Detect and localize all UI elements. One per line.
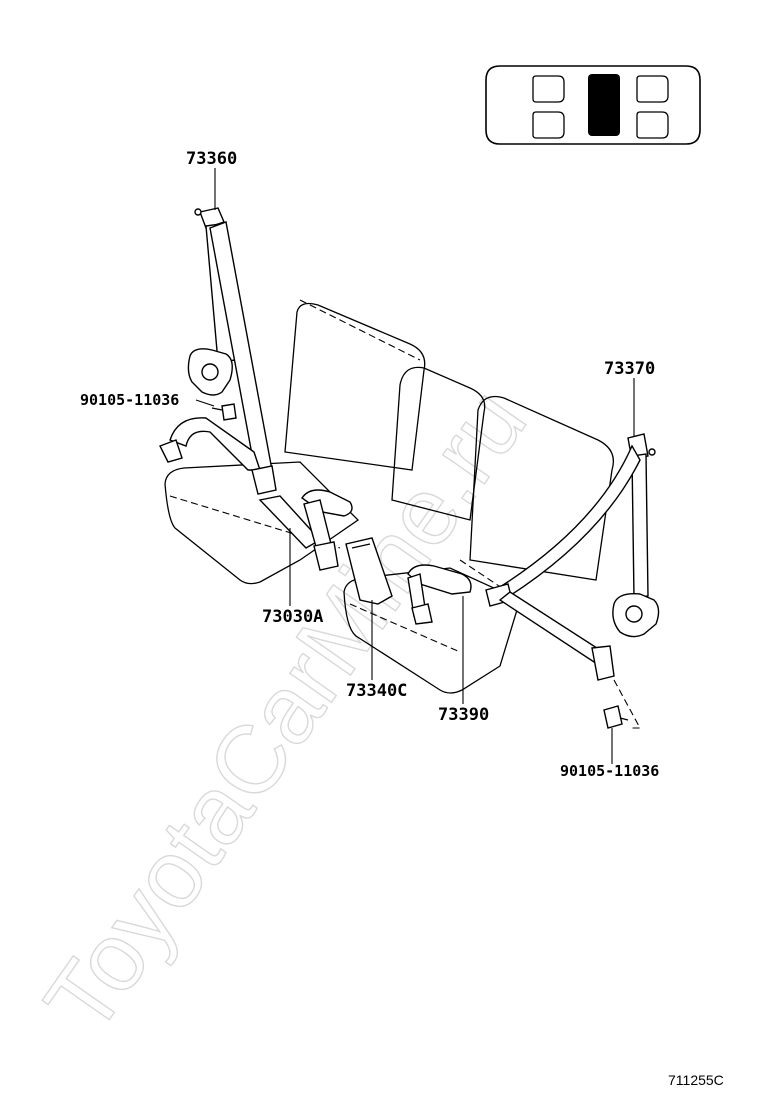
center-buckle xyxy=(345,537,393,605)
right-buckle xyxy=(407,564,472,625)
part-label-73370: 73370 xyxy=(604,359,655,379)
locator-highlight-icon xyxy=(588,74,620,136)
seat-locator-inset xyxy=(485,65,701,145)
left-retractor-belt xyxy=(159,207,277,495)
part-label-73340c: 73340C xyxy=(346,681,407,701)
diagram-reference-code: 711255C xyxy=(668,1072,724,1088)
part-label-bolt-right: 90105-11036 xyxy=(560,762,659,780)
part-label-73390: 73390 xyxy=(438,705,489,725)
locator-seat-icon xyxy=(636,111,669,139)
locator-seat-icon xyxy=(636,75,669,103)
locator-seat-icon xyxy=(532,111,565,139)
center-left-buckle xyxy=(258,489,353,571)
part-label-73030a: 73030A xyxy=(262,607,323,627)
part-label-bolt-left: 90105-11036 xyxy=(80,391,179,409)
part-label-73360: 73360 xyxy=(186,149,237,169)
locator-seat-icon xyxy=(532,75,565,103)
right-retractor-belt xyxy=(485,433,660,729)
leader-lines xyxy=(195,168,635,764)
